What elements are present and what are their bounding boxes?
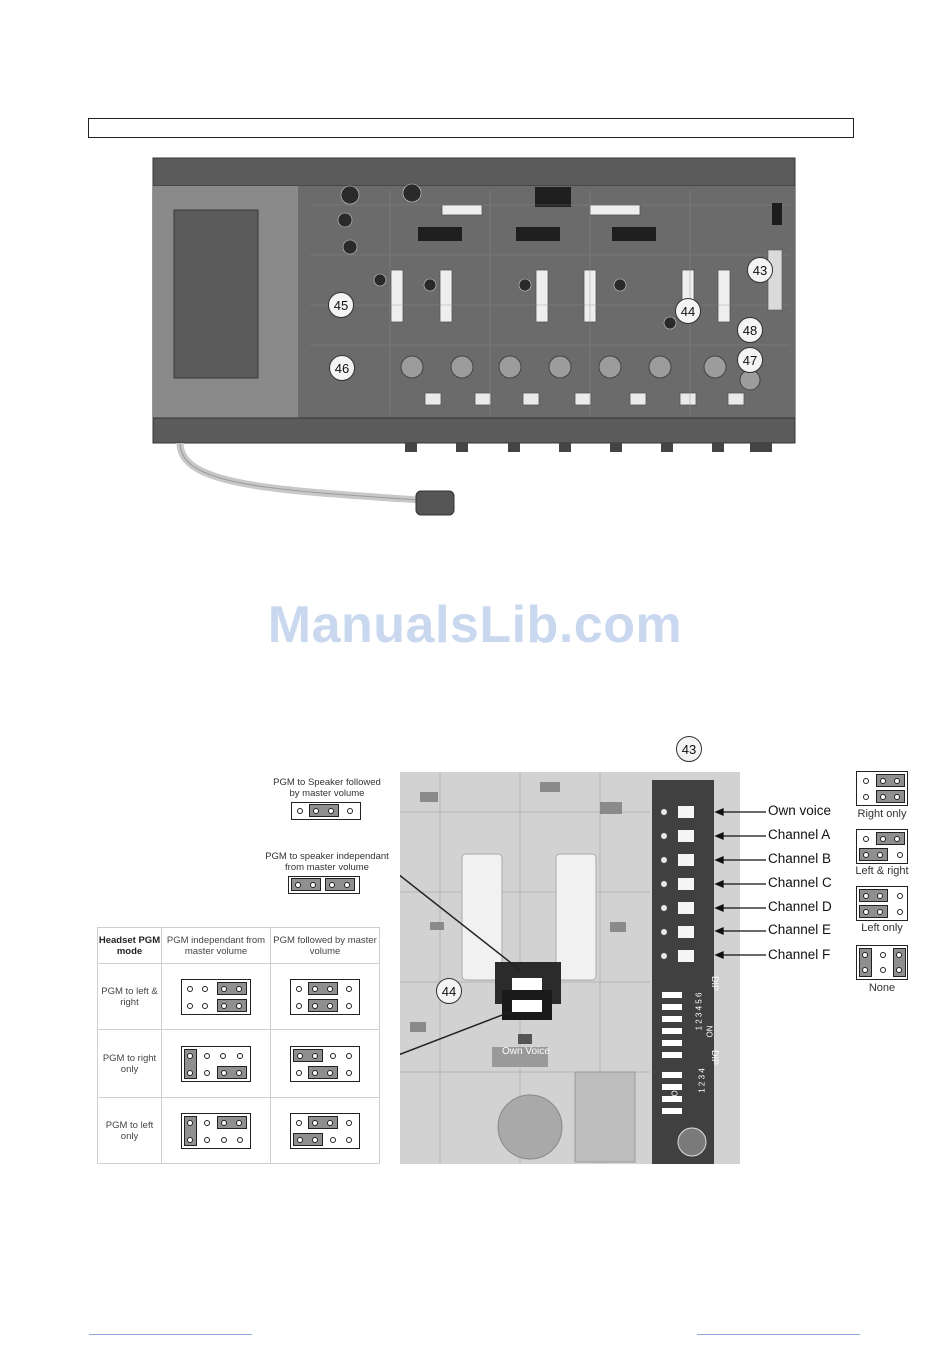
silkscreen-dip4-numbers: 1 2 3 4	[697, 1068, 707, 1093]
legend-left-right-diagram	[856, 829, 908, 864]
callout-48: 48	[737, 317, 763, 343]
jumper-diagram-followed	[291, 802, 361, 820]
legend-left-right-label: Left & right	[855, 865, 909, 877]
pgm-cell-ro-followed	[270, 1029, 380, 1098]
label-channel-a: Channel A	[768, 827, 831, 842]
silkscreen-dip4-on: ON	[670, 1084, 680, 1097]
watermark: ManualsLib.com	[267, 596, 683, 654]
pgm-col-followed: PGM followed by master volume	[270, 927, 380, 964]
pgm-cell-ro-independent	[161, 1029, 271, 1098]
callout-47: 47	[737, 347, 763, 373]
channel-arrows	[714, 808, 766, 959]
callout-43: 43	[747, 257, 773, 283]
jumper-label-followed: PGM to Speaker followed by master volume	[273, 777, 381, 799]
legend-none-diagram	[856, 945, 908, 980]
silkscreen-dip4-title: DIP	[710, 1049, 721, 1066]
pgm-col-independent: PGM independant from master volume	[161, 927, 271, 964]
pgm-row-left-right: PGM to left & right	[97, 963, 162, 1030]
pgm-cell-lo-independent	[161, 1097, 271, 1164]
legend-left-only-label: Left only	[861, 922, 903, 934]
label-channel-d: Channel D	[768, 899, 832, 914]
label-own-voice: Own voice	[768, 803, 832, 818]
pgm-cell-lr-followed	[270, 963, 380, 1030]
callout-44: 44	[675, 298, 701, 324]
pgm-row-left-only: PGM to left only	[97, 1097, 162, 1164]
header-frame	[88, 118, 854, 138]
silkscreen-dip6-title: DIP	[710, 975, 721, 992]
pgm-table-corner: Headset PGM mode	[97, 927, 162, 964]
jumper-label-independent: PGM to speaker independant from master v…	[265, 851, 389, 873]
pgm-cell-lr-independent	[161, 963, 271, 1030]
pgm-cell-lo-followed	[270, 1097, 380, 1164]
callout-45: 45	[328, 292, 354, 318]
callout-43-detail: 43	[676, 736, 702, 762]
label-channel-f: Channel F	[768, 947, 831, 962]
unit-interior-figure	[152, 157, 796, 516]
label-channel-e: Channel E	[768, 922, 832, 937]
silkscreen-own-voice: Own Voice	[502, 1046, 550, 1057]
legend-none-label: None	[868, 982, 896, 994]
silkscreen-dip6-on: ON	[705, 1025, 715, 1038]
legend-right-only-label: Right only	[857, 808, 907, 820]
silkscreen-dip6-numbers: 1 2 3 4 5 6	[694, 992, 704, 1031]
footer-line-left	[89, 1334, 252, 1335]
pgm-row-right-only: PGM to right only	[97, 1029, 162, 1098]
callout-44-detail: 44	[436, 978, 462, 1004]
footer-line-right	[697, 1334, 860, 1335]
legend-left-only-diagram	[856, 886, 908, 921]
jumper-diagram-independent	[288, 876, 360, 894]
pgm-mode-table: Headset PGM mode PGM independant from ma…	[97, 927, 380, 1164]
label-channel-b: Channel B	[768, 851, 832, 866]
legend-right-only-diagram	[856, 771, 908, 806]
board-detail-photo	[400, 772, 740, 1164]
callout-46: 46	[329, 355, 355, 381]
label-channel-c: Channel C	[768, 875, 832, 890]
